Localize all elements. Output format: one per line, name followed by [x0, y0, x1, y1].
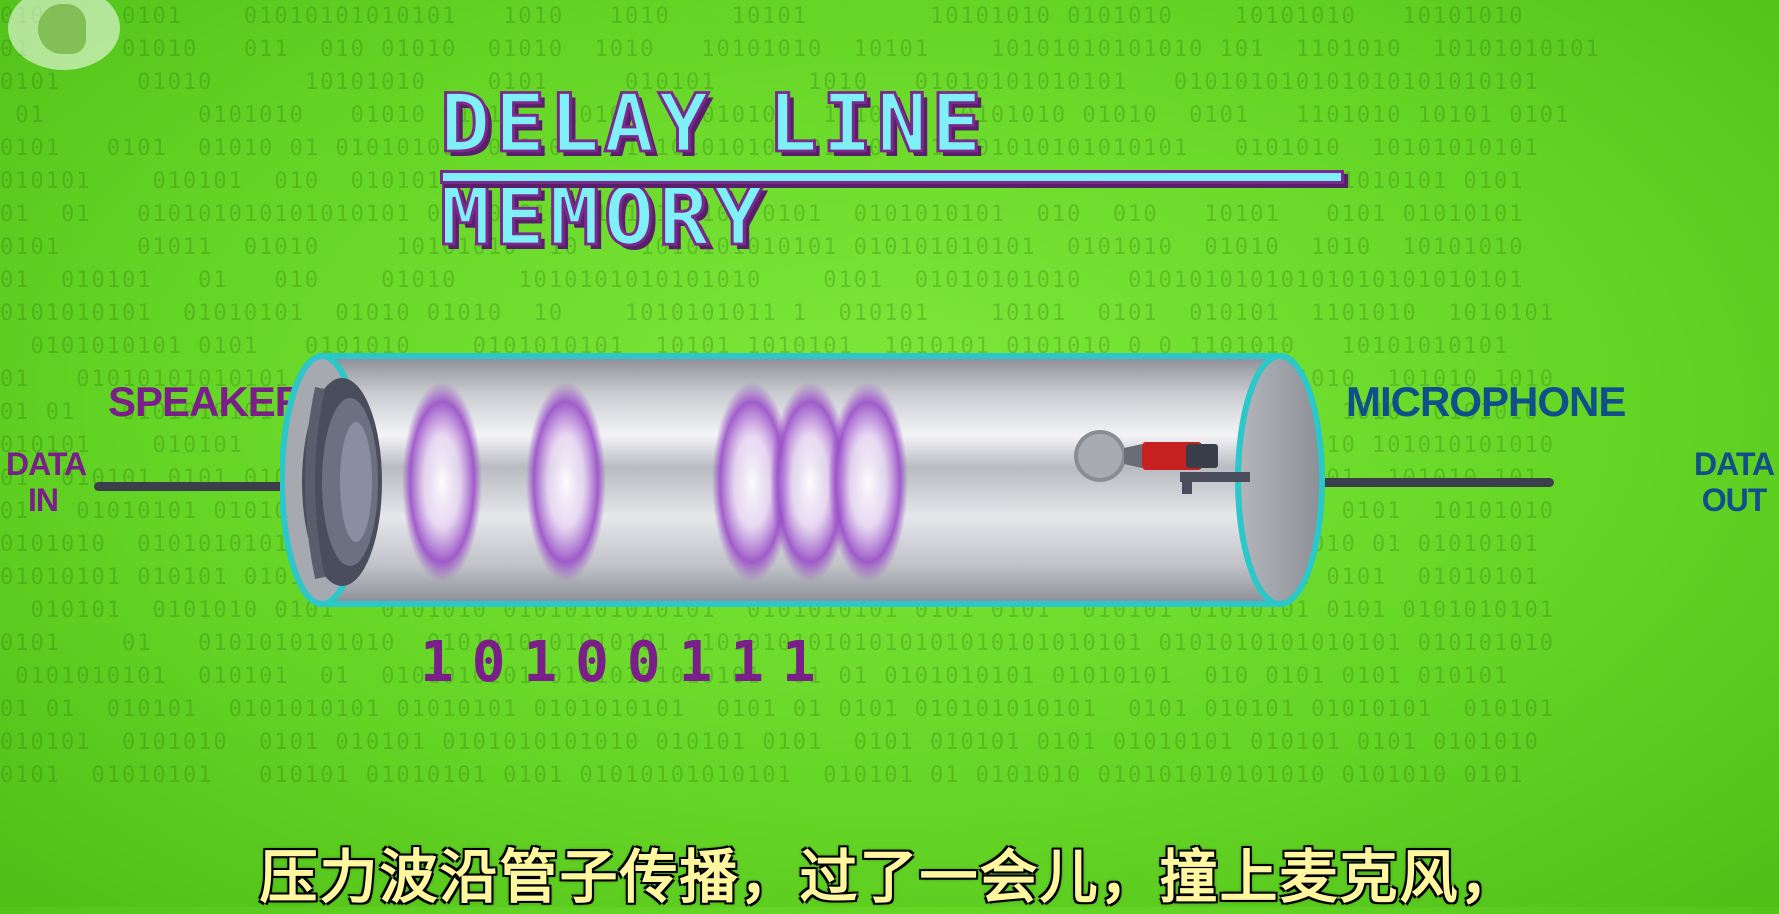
pressure-wave	[712, 382, 792, 582]
delay-line-tube	[280, 353, 1325, 607]
title-underline	[440, 170, 1344, 184]
data-in-line2: IN	[28, 482, 59, 518]
microphone-label: MICROPHONE	[1346, 378, 1626, 425]
bit-sequence: 10100111	[420, 630, 834, 695]
pbs-logo-icon	[8, 0, 120, 70]
page-title: DELAY LINE MEMORY	[439, 75, 986, 264]
title-banner: DELAY LINE MEMORY	[439, 72, 1344, 265]
subtitle-caption: 压力波沿管子传播，过了一会儿，撞上麦克风，	[259, 843, 1520, 911]
pressure-wave	[770, 382, 850, 582]
speaker-icon	[302, 378, 382, 586]
pressure-wave	[402, 382, 482, 582]
pressure-wave	[526, 382, 606, 582]
pressure-wave	[828, 382, 908, 582]
data-in-line1: DATA	[6, 446, 87, 482]
data-out-label: DATA OUT	[1694, 446, 1775, 518]
data-in-label: DATA IN	[6, 446, 87, 518]
data-in-wire	[94, 482, 300, 491]
microphone-icon	[1074, 430, 1250, 494]
data-out-wire	[1312, 478, 1554, 487]
tube-right-cap	[1235, 353, 1325, 607]
speaker-label: SPEAKER	[108, 378, 305, 425]
data-out-line1: DATA	[1694, 446, 1775, 482]
data-out-line2: OUT	[1701, 482, 1768, 518]
